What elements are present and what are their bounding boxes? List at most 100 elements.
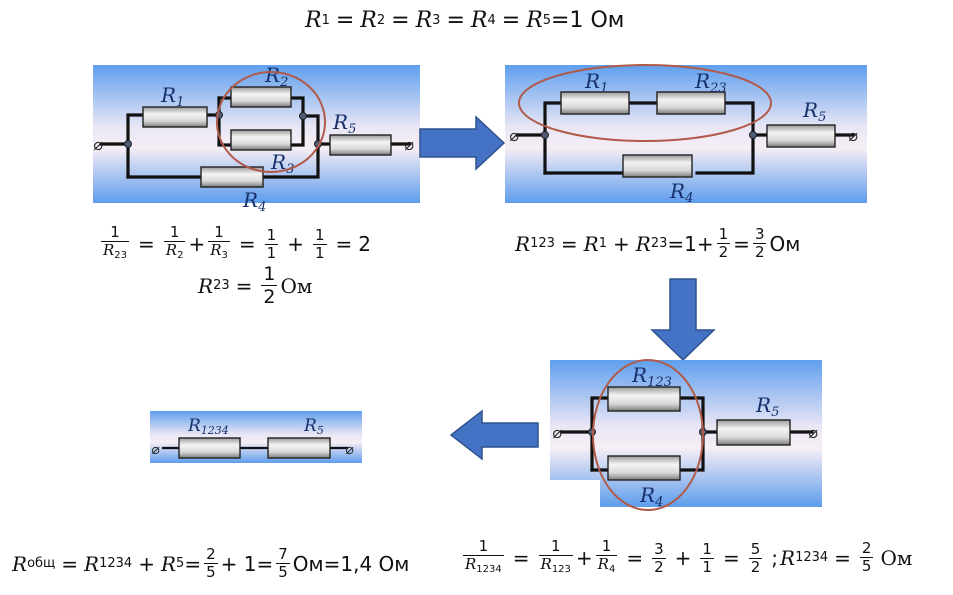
resistor-r1 xyxy=(142,106,208,128)
denominator: R3 xyxy=(208,241,230,264)
numerator: 2 xyxy=(861,539,872,557)
plus-sign: + xyxy=(138,551,155,576)
subscript: 123 xyxy=(530,236,555,251)
denominator: 1 xyxy=(264,243,279,262)
unit: Ом xyxy=(880,545,913,570)
subscript: 23 xyxy=(213,278,230,293)
subscript: 1234 xyxy=(99,556,133,571)
numerator: 1 xyxy=(550,537,561,555)
symbol: R xyxy=(583,231,599,256)
symbol: R xyxy=(526,8,543,33)
subscript: 5 xyxy=(176,556,185,571)
numerator: 1 xyxy=(214,223,224,241)
resistor-r4 xyxy=(200,166,264,188)
circuit-2-diagram: ⌀ ⌀ R1 R23 R5 R4 xyxy=(505,64,867,206)
resistor-r123 xyxy=(607,386,681,412)
highlight-ellipse xyxy=(216,71,326,173)
junction-node xyxy=(299,112,307,120)
denominator: 2 xyxy=(261,285,278,308)
resistor-r23 xyxy=(656,91,726,115)
expression-text: =1+ xyxy=(667,231,714,256)
denominator: R2 xyxy=(163,241,186,264)
resistor-r1234 xyxy=(178,437,241,459)
terminal-left: ⌀ xyxy=(93,135,103,154)
junction-node xyxy=(541,131,549,139)
denominator: 5 xyxy=(859,557,874,575)
resistor-r3 xyxy=(230,129,292,151)
numerator: 1 xyxy=(478,537,489,555)
denominator: R4 xyxy=(595,555,618,578)
label-r1: R1 xyxy=(160,83,184,110)
symbol: R xyxy=(198,273,214,298)
unit: Ом xyxy=(280,273,313,298)
subscript: общ xyxy=(27,556,56,571)
label-r1: R1 xyxy=(584,69,608,96)
equals-sign: = xyxy=(512,546,530,570)
separator: ; xyxy=(771,546,779,570)
equals-sign: = xyxy=(733,231,750,256)
equals-sign: = xyxy=(335,232,353,256)
numerator: 7 xyxy=(278,545,288,563)
symbol: R xyxy=(160,551,177,576)
numerator: 2 xyxy=(206,545,216,563)
highlight-ellipse xyxy=(592,359,704,511)
equals-sign: = xyxy=(560,231,578,256)
plus-sign: + xyxy=(188,232,206,256)
label-r4: R4 xyxy=(639,483,663,510)
label-r23: R23 xyxy=(694,69,727,96)
label-r5: R5 xyxy=(332,110,356,137)
symbol: R xyxy=(515,231,531,256)
plus-sign: + xyxy=(575,546,593,570)
denominator: 5 xyxy=(276,563,290,581)
junction-node xyxy=(749,131,757,139)
numerator: 1 xyxy=(718,225,729,243)
label-r5: R5 xyxy=(755,393,779,420)
equals-sign: = xyxy=(238,232,256,256)
resistor-r5 xyxy=(766,124,836,148)
resistor-r5 xyxy=(716,419,791,446)
equals-sign: = xyxy=(235,273,253,298)
denominator: 2 xyxy=(716,243,731,261)
denominator: 2 xyxy=(748,557,763,576)
denominator: R123 xyxy=(538,555,573,578)
symbol: R xyxy=(415,8,433,33)
denominator: 5 xyxy=(204,563,218,581)
equals-sign: = xyxy=(626,546,644,570)
symbol: R xyxy=(360,8,377,33)
terminal-right: ⌀ xyxy=(808,423,818,442)
symbol: R xyxy=(305,8,322,33)
label-r4: R4 xyxy=(669,179,693,206)
equals-sign: = xyxy=(722,546,740,570)
highlight-ellipse xyxy=(518,64,772,142)
resistor-r4 xyxy=(622,154,693,178)
circuit-1-diagram: ⌀ ⌀ R1 R2 R3 R5 R4 xyxy=(93,63,420,215)
subscript: 3 xyxy=(432,13,441,28)
terminal-right: ⌀ xyxy=(345,442,354,458)
symbol: R xyxy=(635,231,651,256)
equals-sign: = xyxy=(834,545,851,570)
numerator: 3 xyxy=(654,539,664,558)
label-r1234: R1234 xyxy=(187,416,229,437)
resistor-r5 xyxy=(329,134,392,156)
label-r123: R123 xyxy=(631,363,672,390)
equals-sign: = xyxy=(446,8,465,33)
subscript: 1 xyxy=(598,236,607,251)
equals-sign: = xyxy=(184,551,202,576)
subscript: 4 xyxy=(487,13,496,28)
label-r4: R4 xyxy=(242,188,266,215)
resistor-r1 xyxy=(560,91,630,115)
